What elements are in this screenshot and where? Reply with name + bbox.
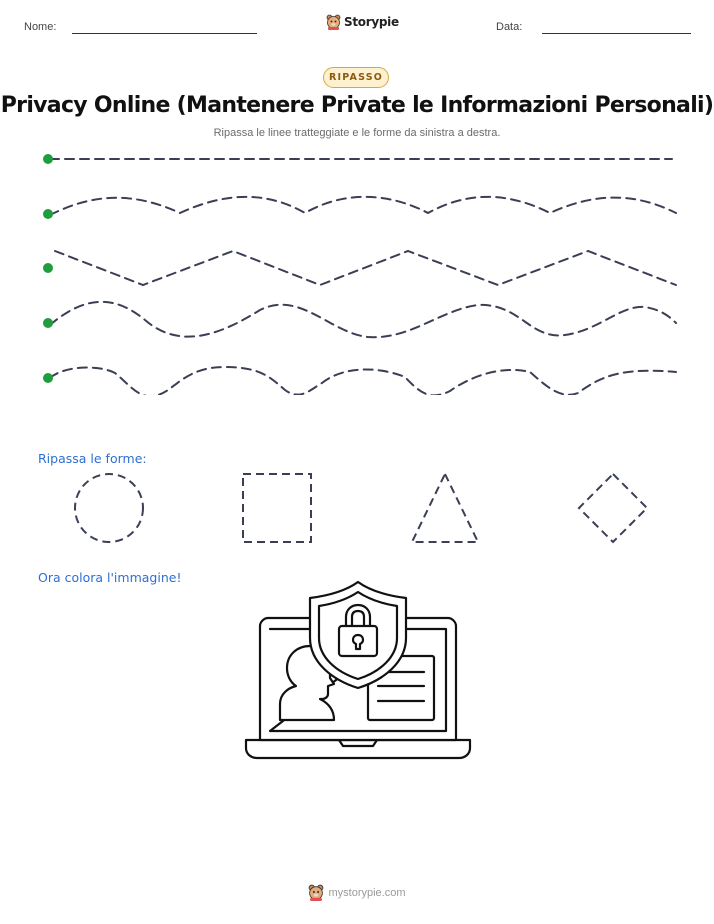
start-dot [43,263,53,273]
trace-line-deep-wave[interactable] [49,300,677,339]
date-label: Data: [496,21,523,33]
footer: mystorypie.com [0,884,714,901]
coloring-heading: Ora colora l'immagine! [38,570,182,585]
tracing-shapes-area [74,471,649,544]
padlock-shackle [344,603,372,628]
trace-line-bumpy-wave[interactable] [49,365,677,395]
footer-url[interactable]: mystorypie.com [328,886,406,899]
brand-name: Storypie [344,15,399,29]
page-title-text: Privacy Online (Mantenere Private le Inf… [0,93,714,118]
bear-mascot-icon [309,884,324,901]
trace-shape-circle[interactable] [74,473,144,543]
brand-logo: Storypie [326,14,399,30]
bear-mascot-icon [326,14,341,30]
review-badge: RIPASSO [323,67,389,88]
padlock-icon [337,624,379,658]
shapes-heading: Ripassa le forme: [38,451,147,466]
name-line[interactable] [72,33,257,34]
trace-line-zigzag[interactable] [54,249,677,287]
name-label: Nome: [24,21,57,33]
trace-shape-triangle[interactable] [410,471,480,543]
laptop-privacy-shield-illustration[interactable] [244,578,472,762]
date-line[interactable] [542,33,691,34]
instructions-text: Ripassa le linee tratteggiate e le forme… [213,127,501,139]
trace-shape-diamond[interactable] [577,472,649,544]
trace-line-gentle-wave[interactable] [49,195,677,216]
start-dot [43,373,53,383]
laptop-base [244,738,472,760]
trace-shape-square[interactable] [242,473,312,543]
start-dot [43,154,53,164]
start-dot [43,209,53,219]
start-dot [43,318,53,328]
tracing-lines-area [43,154,677,395]
page-title: Privacy Online (Mantenere Private le Inf… [0,93,714,118]
